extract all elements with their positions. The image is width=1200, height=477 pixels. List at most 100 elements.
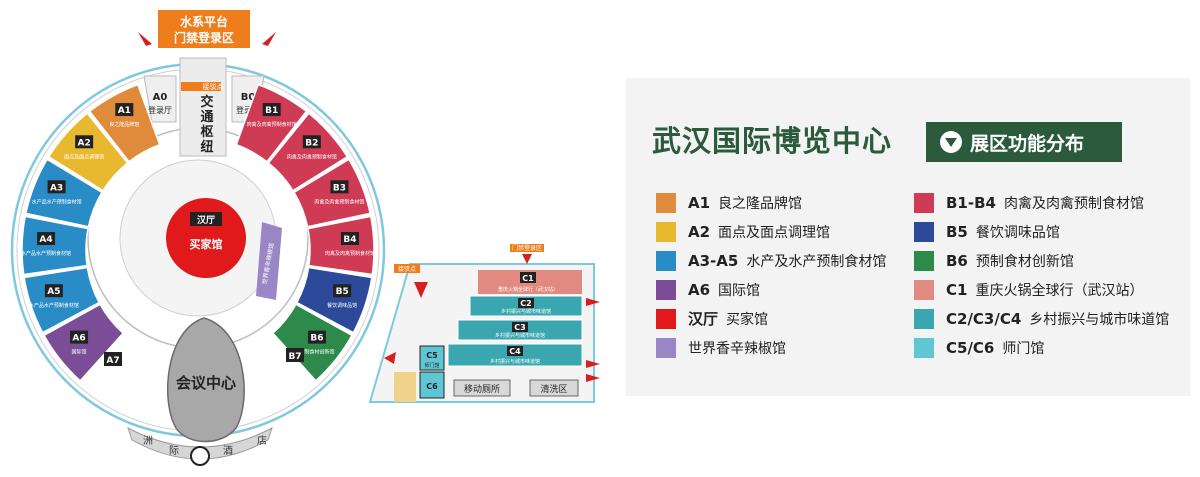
west-hall-name-0: 良之隆品牌馆 bbox=[109, 121, 139, 128]
c6-code: C6 bbox=[426, 382, 438, 391]
center-main: 买家馆 bbox=[190, 237, 223, 251]
pickup-label: 接驳点 bbox=[398, 265, 416, 273]
legend-code: A2 bbox=[688, 222, 711, 241]
east-hall-code-box-4 bbox=[333, 284, 352, 298]
west-hall-name-5: 国际馆 bbox=[72, 349, 87, 356]
b0-code: B0 bbox=[241, 92, 256, 103]
c1-code-box bbox=[520, 272, 536, 283]
hotel-char-3: 店 bbox=[257, 434, 267, 447]
legend-name: 买家馆 bbox=[726, 311, 769, 328]
pickup-sign bbox=[394, 264, 420, 273]
east-hall-name-3: 肉禽及肉禽预制食材馆 bbox=[325, 250, 375, 257]
east-hall-code-0: B1 bbox=[265, 106, 278, 116]
legend-code: C1 bbox=[946, 280, 968, 299]
legend-swatch bbox=[656, 250, 676, 271]
legend-code: A1 bbox=[688, 193, 711, 212]
hub-char-0: 交 bbox=[200, 94, 213, 110]
c-row-code-0: C2 bbox=[520, 299, 531, 308]
exit-arrow-3 bbox=[586, 374, 600, 382]
c-row-name-2: 乡村振兴与城市味道馆 bbox=[490, 358, 540, 365]
legend-code: B6 bbox=[946, 251, 968, 270]
conference-center bbox=[166, 317, 245, 443]
legend-swatch bbox=[914, 308, 934, 329]
east-hall-code-3: B4 bbox=[343, 235, 356, 245]
east-hall-code-5: B6 bbox=[310, 334, 323, 344]
legend-name: 肉禽及肉禽预制食材馆 bbox=[1003, 195, 1144, 212]
hub-char-3: 纽 bbox=[200, 139, 213, 155]
a0-name: 登录厅 bbox=[148, 105, 172, 115]
legend-name: 良之隆品牌馆 bbox=[718, 195, 803, 212]
legend-code: C2/C3/C4 bbox=[946, 309, 1022, 328]
legend-name: 乡村振兴与城市味道馆 bbox=[1029, 311, 1170, 328]
legend-swatch bbox=[914, 221, 934, 242]
center-top-box bbox=[190, 212, 222, 226]
c5-hall bbox=[419, 345, 445, 371]
gate-label-1: 水系平台 bbox=[180, 14, 228, 29]
east-hall-code-1: B2 bbox=[305, 138, 318, 148]
east-hall-code-box-0 bbox=[262, 103, 281, 117]
a7-code: A7 bbox=[106, 356, 119, 366]
hotel-char-1: 际 bbox=[169, 445, 179, 457]
east-hall-code-box-5 bbox=[307, 330, 326, 344]
gate-banner bbox=[158, 10, 250, 48]
c-yellow-block bbox=[394, 372, 416, 402]
legend-name: 师门馆 bbox=[1002, 340, 1045, 357]
legend-swatch bbox=[656, 192, 676, 213]
exit-arrow-1 bbox=[586, 298, 600, 306]
gate-label-2: 门禁登录区 bbox=[174, 30, 234, 45]
wash-box bbox=[529, 379, 579, 397]
legend-swatch bbox=[914, 279, 934, 300]
toilet-label: 移动厕所 bbox=[464, 383, 500, 395]
hub-sign-bar bbox=[181, 82, 221, 91]
west-hall-code-2: A3 bbox=[50, 183, 63, 193]
legend-code: A6 bbox=[688, 280, 711, 299]
b7-box bbox=[286, 348, 304, 362]
legend-title: 武汉国际博览中心 bbox=[652, 124, 893, 158]
a7-box bbox=[104, 352, 122, 366]
legend-swatch bbox=[656, 308, 676, 329]
legend-item-left-4: 汉厅买家馆 bbox=[656, 304, 886, 333]
east-hall-code-4: B5 bbox=[336, 287, 349, 297]
triangle-down-icon bbox=[940, 131, 962, 153]
east-hall-3 bbox=[307, 215, 375, 276]
west-hall-0 bbox=[88, 83, 161, 163]
legend-item-left-0: A1 良之隆品牌馆 bbox=[656, 188, 886, 217]
east-hall-code-box-1 bbox=[302, 135, 321, 149]
legend-swatch bbox=[914, 250, 934, 271]
east-hall-code-box-3 bbox=[340, 232, 359, 246]
c1-gate-arrow bbox=[522, 254, 532, 264]
east-hall-code-2: B3 bbox=[333, 183, 346, 193]
legend-code: C5/C6 bbox=[946, 338, 995, 357]
c-row-code-2: C4 bbox=[509, 347, 521, 356]
hotel-char-2: 酒 bbox=[223, 445, 233, 457]
east-hall-name-4: 餐饮调味品馆 bbox=[327, 302, 357, 309]
west-hall-code-5: A6 bbox=[72, 334, 85, 344]
b7-code: B7 bbox=[288, 352, 301, 362]
legend-swatch bbox=[656, 279, 676, 300]
c-entry-arrow bbox=[414, 282, 428, 298]
west-hall-code-4: A5 bbox=[47, 287, 60, 297]
west-hall-name-1: 面点及面点调理馆 bbox=[64, 153, 104, 160]
legend-code: 汉厅 bbox=[688, 310, 719, 328]
c5-code: C5 bbox=[426, 351, 438, 360]
c-row-code-1: C3 bbox=[514, 323, 525, 332]
buyer-hall bbox=[166, 198, 246, 278]
legend-tag: 展区功能分布 bbox=[926, 122, 1122, 162]
c-row-code-box-0 bbox=[518, 298, 534, 308]
legend-swatch bbox=[656, 337, 676, 358]
c6-hall bbox=[419, 371, 445, 399]
c1-gate: 门禁登录区 bbox=[512, 244, 542, 252]
west-hall-code-box-0 bbox=[115, 103, 134, 117]
hub-char-1: 通 bbox=[200, 109, 213, 125]
a0-lobby bbox=[143, 75, 177, 123]
west-hall-code-box-4 bbox=[44, 284, 63, 298]
legend-swatch bbox=[914, 337, 934, 358]
c1-code: C1 bbox=[522, 274, 534, 283]
wash-label: 清洗区 bbox=[540, 383, 567, 395]
c-side-arrow bbox=[384, 352, 396, 364]
